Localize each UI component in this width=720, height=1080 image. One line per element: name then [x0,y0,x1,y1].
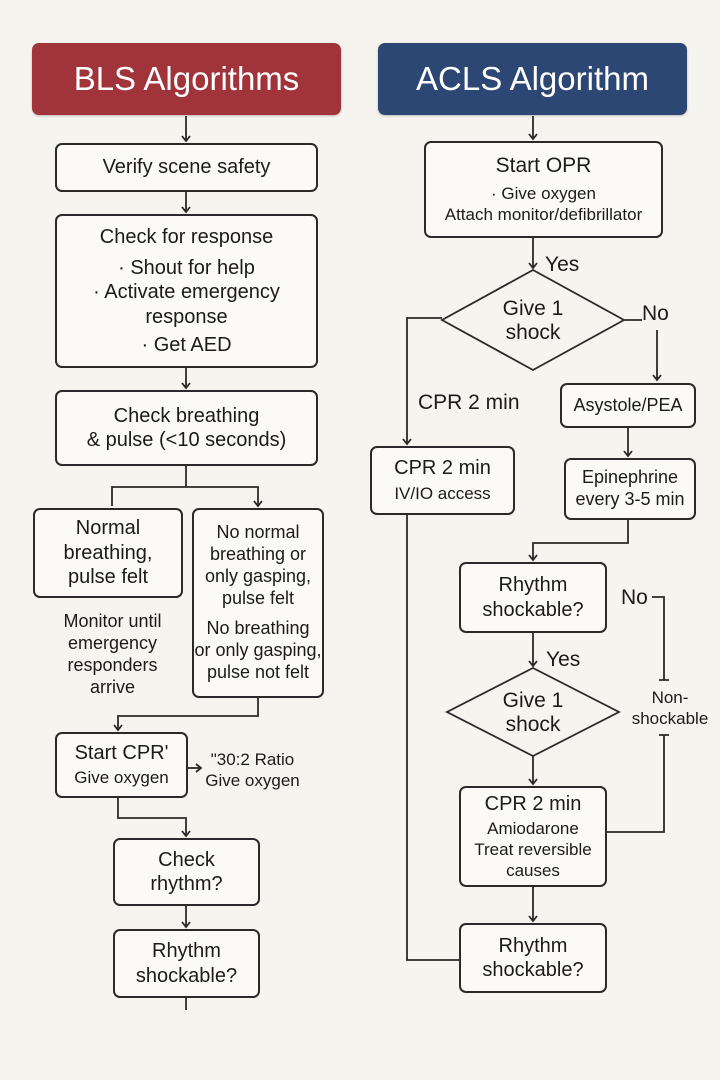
nonshockable-line: shockable [631,708,709,728]
acls-header: ACLS Algorithm [378,43,687,115]
nonshockable-line: Non- [651,688,689,707]
start-opr-line: · Give oxygen [491,184,596,204]
rhythm-check-box: Rhythm shockable? [459,562,607,633]
epinephrine-box: Epinephrine every 3-5 min [564,458,696,520]
start-cpr-sub: Give oxygen [74,767,169,787]
normal-line: pulse felt [67,566,149,589]
response-item: · Activate emergency [93,281,280,304]
shock-2-label: Give 1 shock [478,689,588,737]
response-item: · Get AED [141,334,232,357]
shock-2-line: Give 1 [502,689,564,712]
cpr-iv-title: CPR 2 min [394,457,491,480]
epinephrine-line: Epinephrine [581,467,679,488]
no-label-2: No [621,586,648,609]
bls-rhythm-shockable-box: Rhythm shockable? [113,929,260,998]
check-rhythm-line: Check [158,848,215,871]
abnormal-line: No normal [216,522,300,543]
abnormal-line: only gasping, [204,566,312,587]
abnormal-breathing-box: No normal breathing or only gasping, pul… [192,508,324,698]
check-response-box: Check for response · Shout for help · Ac… [55,214,318,368]
response-item: · Shout for help [118,256,255,279]
rhythm-check-line: Rhythm [498,574,568,597]
diamond-shock-1 [440,268,626,372]
arrow-abnormal-to-cpr [113,698,259,732]
no-label-1: No [642,302,669,325]
abnormal-line: or only gasping, [194,639,322,660]
acls-title: ACLS Algorithm [416,60,649,97]
cpr-iv-sub: IV/IO access [394,483,491,503]
line-nonshockable-top [652,596,669,681]
asystole-text: Asystole/PEA [573,394,683,415]
verify-scene-box: Verify scene safety [55,143,318,192]
abnormal-line: pulse felt [221,588,295,609]
start-opr-title: Start OPR [495,154,592,178]
cpr-amio-line: causes [506,860,560,880]
abnormal-line: pulse not felt [206,661,310,682]
arrow-epi-to-rhythm [528,520,629,562]
asystole-box: Asystole/PEA [560,383,696,428]
check-breathing-line: Check breathing [113,404,260,427]
ratio-note: "30:2 Ratio Give oxygen [200,750,305,791]
cpr-amio-line: Amiodarone [487,819,579,839]
monitor-line: Monitor until [63,611,162,631]
bls-header: BLS Algorithms [32,43,341,115]
ratio-line: Give oxygen [205,770,300,790]
check-rhythm-box: Check rhythm? [113,838,260,906]
start-opr-line: Attach monitor/defibrillator [444,204,643,224]
shock-1-label: Give 1 shock [478,297,588,345]
acls-rhythm-final-box: Rhythm shockable? [459,923,607,993]
shock-1-line: Give 1 [502,297,564,320]
check-rhythm-line: rhythm? [150,873,223,895]
normal-breathing-box: Normal breathing, pulse felt [33,508,183,598]
epinephrine-line: every 3-5 min [575,489,685,509]
check-breathing-line: & pulse (<10 seconds) [86,429,287,451]
cpr-amio-line: Treat reversible [474,839,592,859]
verify-scene-text: Verify scene safety [102,156,271,179]
cpr-2min-label: CPR 2 min [418,391,520,414]
start-opr-box: Start OPR · Give oxygen Attach monitor/d… [424,141,663,238]
acls-rhythm-final-line: Rhythm [498,934,568,957]
abnormal-line: breathing or [209,544,307,565]
cpr-iv-box: CPR 2 min IV/IO access [370,446,515,515]
monitor-text: Monitor until emergency responders arriv… [40,611,185,699]
normal-line: breathing, [63,541,153,564]
arrow-breathing-split [111,466,258,506]
rhythm-check-line: shockable? [482,598,584,621]
shock-2-line: shock [505,713,561,737]
line-cpr-iv-loop [406,515,459,961]
cpr-amio-title: CPR 2 min [484,792,582,815]
start-cpr-box: Start CPR' Give oxygen [55,732,188,798]
bls-title: BLS Algorithms [73,60,300,97]
check-breathing-box: Check breathing & pulse (<10 seconds) [55,390,318,466]
start-cpr-title: Start CPR' [74,742,169,765]
bls-rhythm-line: shockable? [135,964,238,987]
monitor-line: emergency [67,632,158,653]
monitor-line: arrive [89,676,135,697]
normal-line: Normal [75,517,141,540]
bls-rhythm-line: Rhythm [152,940,221,963]
yes-label-1: Yes [545,253,580,276]
nonshockable-label: Non- shockable [625,688,715,729]
shock-1-line: shock [505,321,561,345]
acls-rhythm-final-line: shockable? [482,959,584,981]
abnormal-line: No breathing [206,617,310,638]
check-response-title: Check for response [99,225,274,248]
ratio-line: "30:2 Ratio [210,750,295,769]
arrow-shock-to-cpr [402,317,442,446]
cpr-amiodarone-box: CPR 2 min Amiodarone Treat reversible ca… [459,786,607,887]
monitor-line: responders [67,654,158,675]
line-nonshockable-bottom [607,734,669,833]
yes-label-2: Yes [546,648,581,671]
response-item: response [145,305,228,328]
arrow-cpr-to-check [117,798,191,838]
